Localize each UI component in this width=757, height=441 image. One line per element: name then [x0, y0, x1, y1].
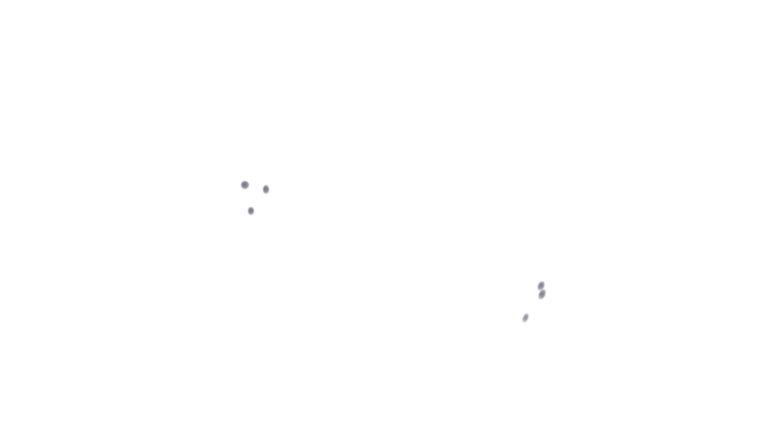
particle-dot [263, 185, 269, 194]
particle-dot [248, 207, 254, 215]
particle-dot [241, 181, 249, 189]
particle-dot [521, 312, 530, 324]
